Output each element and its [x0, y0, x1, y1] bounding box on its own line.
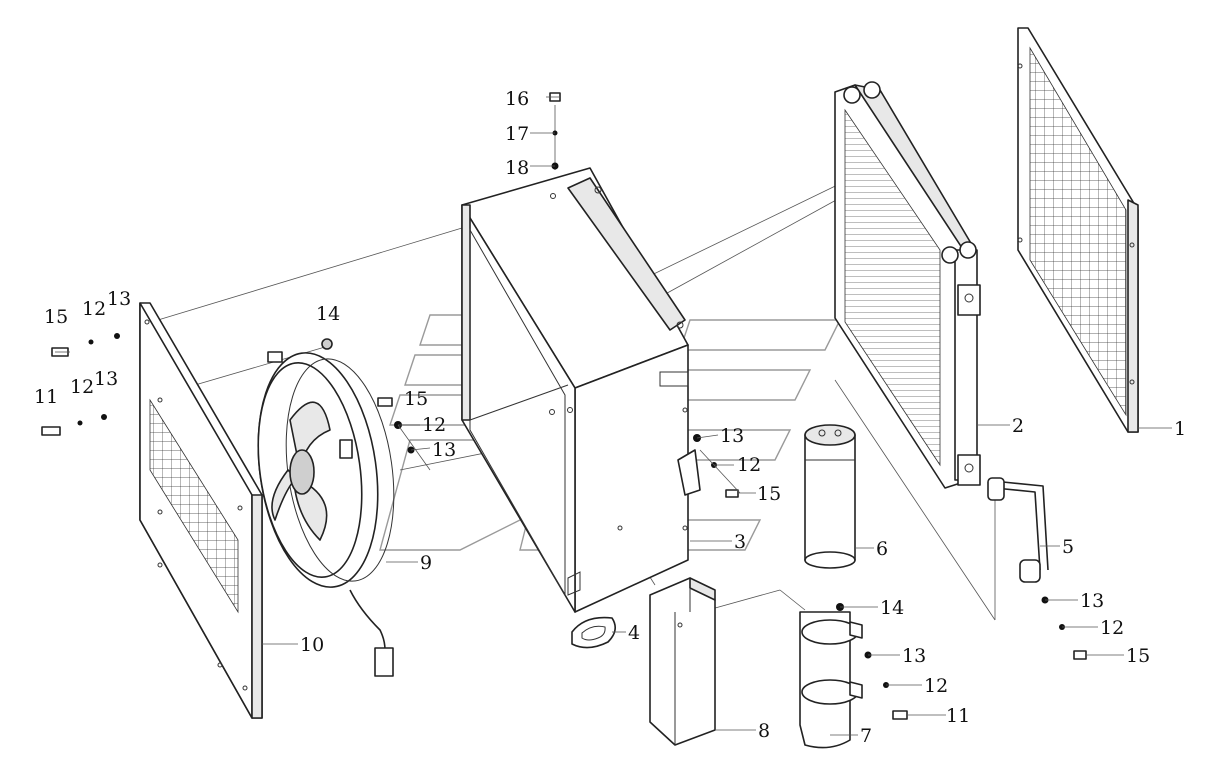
- callout-3: 3: [734, 531, 746, 553]
- callout-6: 6: [876, 538, 888, 560]
- front-grille-panel: [139, 302, 263, 719]
- callout-14-bracket: 14: [880, 597, 904, 619]
- rear-grille: [1017, 27, 1139, 433]
- main-housing: [461, 167, 701, 613]
- callout-9: 9: [420, 552, 432, 574]
- callout-12-housing: 12: [737, 454, 761, 476]
- callout-13-housing: 13: [720, 425, 744, 447]
- callout-13-pipe: 13: [1080, 590, 1104, 612]
- callout-labels: 1 2 3 4 5 6 7 8 9 10 11 11 12 12 12 12 1…: [34, 88, 1186, 747]
- callout-7: 7: [860, 725, 872, 747]
- callout-13-middle: 13: [432, 439, 456, 461]
- callout-12-pipe: 12: [1100, 617, 1124, 639]
- callout-12-bracket: 12: [924, 675, 948, 697]
- callout-16: 16: [505, 88, 529, 110]
- dryer-bracket-clamp: [799, 611, 863, 749]
- callout-13-left-lower: 13: [94, 368, 118, 390]
- bracket-cover: [649, 577, 716, 746]
- callout-18: 18: [505, 157, 529, 179]
- callout-4: 4: [628, 622, 640, 644]
- callout-12-middle: 12: [422, 414, 446, 436]
- callout-13-bracket: 13: [902, 645, 926, 667]
- callout-leaders: [55, 96, 1172, 736]
- callout-15-middle: 15: [404, 388, 428, 410]
- callout-12-left-upper: 12: [82, 298, 106, 320]
- callout-15-pipe: 15: [1126, 645, 1150, 667]
- callout-13-left-upper: 13: [107, 288, 131, 310]
- condenser-core: [834, 81, 981, 489]
- callout-10: 10: [300, 634, 324, 656]
- callout-2: 2: [1012, 415, 1024, 437]
- callout-15-left: 15: [44, 306, 68, 328]
- callout-12-left-lower: 12: [70, 376, 94, 398]
- grommet: [571, 616, 616, 649]
- fan-assembly: [257, 351, 395, 677]
- refrigerant-pipe: [987, 477, 1049, 583]
- callout-11-left: 11: [34, 386, 58, 408]
- callout-8: 8: [758, 720, 770, 742]
- callout-17: 17: [505, 123, 529, 145]
- callout-11-bracket: 11: [946, 705, 970, 727]
- callout-1: 1: [1174, 418, 1186, 440]
- callout-15-housing: 15: [757, 483, 781, 505]
- callout-14-fan: 14: [316, 303, 340, 325]
- callout-5: 5: [1062, 536, 1074, 558]
- receiver-dryer: [804, 424, 856, 569]
